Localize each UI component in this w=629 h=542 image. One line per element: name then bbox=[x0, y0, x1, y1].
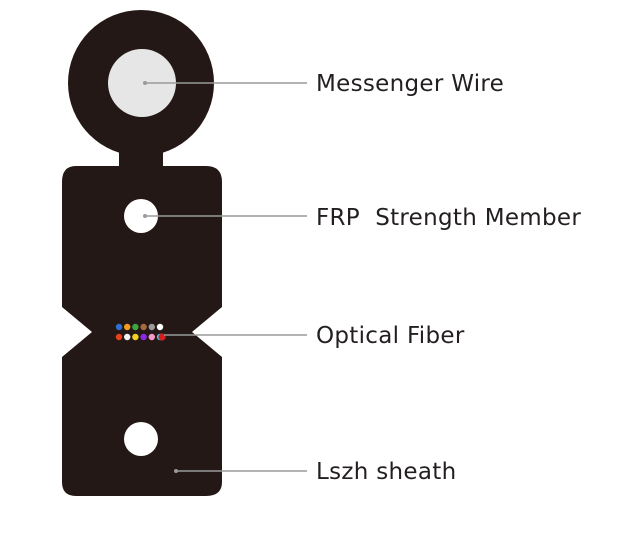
label-optical-fiber: Optical Fiber bbox=[316, 323, 465, 349]
optical-fiber-dot bbox=[115, 323, 123, 331]
optical-fiber-dot bbox=[140, 333, 147, 341]
optical-fiber-dot bbox=[115, 333, 123, 341]
label-lszh-sheath: Lszh sheath bbox=[316, 459, 456, 485]
optical-fiber-dot bbox=[124, 333, 131, 341]
leader-dot-frp-strength-member bbox=[143, 214, 147, 218]
frp-strength-member-bottom bbox=[124, 422, 158, 456]
optical-fiber-dot bbox=[148, 323, 155, 331]
frp-strength-member-top bbox=[124, 199, 158, 233]
lszh-sheath-body bbox=[62, 166, 222, 496]
leader-dot-messenger-wire bbox=[143, 81, 147, 85]
optical-fiber-dot bbox=[140, 323, 147, 331]
optical-fiber-dot bbox=[156, 323, 164, 331]
leader-dot-lszh-sheath bbox=[174, 469, 178, 473]
optical-fiber-bundle bbox=[115, 323, 166, 341]
optical-fiber-dot bbox=[132, 323, 139, 331]
messenger-wire-core bbox=[108, 49, 176, 117]
optical-fiber-highlight-dot bbox=[158, 333, 166, 341]
optical-fiber-dot bbox=[148, 333, 155, 341]
label-messenger-wire: Messenger Wire bbox=[316, 71, 504, 97]
optical-fiber-dot bbox=[124, 323, 131, 331]
optical-fiber-dot bbox=[132, 333, 139, 341]
label-frp-strength-member: FRP Strength Member bbox=[316, 205, 581, 231]
